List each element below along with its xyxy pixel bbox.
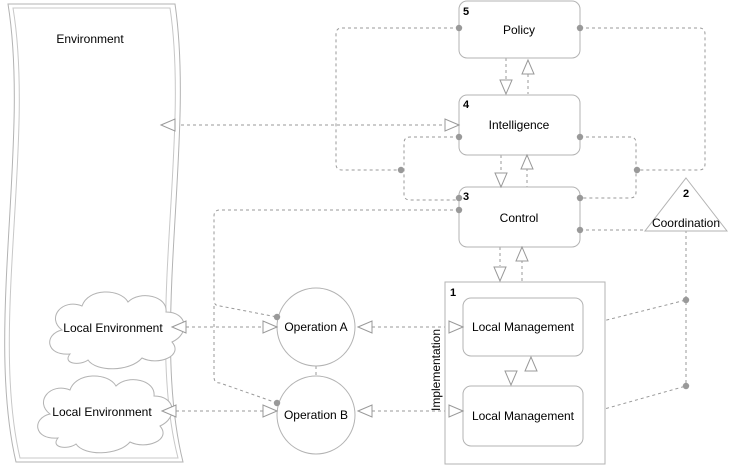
local-management-1-label: Local Management bbox=[472, 320, 575, 334]
connection-dot bbox=[455, 206, 463, 214]
intel-control-loop-right bbox=[580, 136, 637, 199]
local-environment-2-label: Local Environment bbox=[52, 405, 152, 419]
coordination-number: 2 bbox=[683, 188, 689, 200]
coordination-label: Coordination bbox=[652, 216, 720, 230]
arrow-right-icon bbox=[448, 320, 465, 334]
arrow-up-icon bbox=[520, 153, 534, 170]
arrow-down-icon bbox=[504, 370, 518, 387]
local-environment-cloud-2 bbox=[37, 375, 173, 454]
connection-dot bbox=[273, 399, 281, 407]
arrow-right-icon bbox=[262, 320, 279, 334]
local-management-2-box bbox=[462, 385, 584, 447]
arrow-right-icon bbox=[262, 404, 279, 418]
local-environment-cloud-1 bbox=[49, 291, 185, 370]
connection-dot bbox=[273, 313, 281, 321]
policy-number: 5 bbox=[463, 6, 469, 18]
intelligence-number: 4 bbox=[463, 99, 470, 111]
implementation-number: 1 bbox=[450, 287, 456, 299]
intel-control-loop-left bbox=[403, 136, 459, 201]
operation-b-label: Operation B bbox=[284, 408, 348, 422]
arrow-left-icon bbox=[356, 404, 373, 418]
arrow-down-icon bbox=[493, 266, 507, 283]
connection-dot bbox=[682, 296, 690, 304]
connection-dot bbox=[576, 133, 584, 141]
connection-dot bbox=[576, 226, 584, 234]
arrow-right-icon bbox=[444, 118, 461, 132]
policy-control-loop-left bbox=[335, 27, 459, 171]
arrow-left-icon bbox=[160, 404, 177, 418]
arrow-down-icon bbox=[499, 79, 513, 96]
environment-inner-border bbox=[8, 7, 179, 459]
control-box bbox=[458, 186, 581, 248]
connection-dot bbox=[397, 166, 405, 174]
intelligence-label: Intelligence bbox=[489, 118, 550, 132]
control-operation-b bbox=[213, 306, 278, 404]
connection-dot bbox=[682, 382, 690, 390]
coordination-triangle bbox=[643, 177, 729, 232]
connection-dots bbox=[273, 24, 690, 407]
arrow-up-icon bbox=[515, 245, 529, 262]
connection-dot bbox=[455, 194, 463, 202]
connection-dot bbox=[576, 24, 584, 32]
arrow-heads bbox=[159, 58, 538, 418]
arrow-up-icon bbox=[521, 58, 535, 75]
connection-dot bbox=[633, 166, 641, 174]
connection-dot bbox=[576, 194, 584, 202]
arrow-left-icon bbox=[356, 320, 373, 334]
control-number: 3 bbox=[463, 191, 469, 203]
connection-dot bbox=[455, 24, 463, 32]
connection-dot bbox=[455, 133, 463, 141]
local-management-2-label: Local Management bbox=[472, 409, 575, 423]
implementation-label: Implementation bbox=[429, 329, 443, 411]
policy-label: Policy bbox=[503, 23, 535, 37]
arrow-down-icon bbox=[494, 172, 508, 189]
operation-a-label: Operation A bbox=[284, 320, 347, 334]
operation-b-circle bbox=[276, 375, 356, 455]
arrow-up-icon bbox=[524, 355, 538, 372]
environment-label: Environment bbox=[56, 32, 124, 46]
arrow-left-icon bbox=[170, 320, 187, 334]
policy-intel-loop-right bbox=[580, 27, 706, 171]
local-environment-1-label: Local Environment bbox=[63, 321, 163, 335]
control-operation-a bbox=[213, 209, 459, 318]
connectors bbox=[175, 27, 706, 416]
control-label: Control bbox=[500, 211, 539, 225]
arrow-left-icon bbox=[159, 118, 176, 132]
arrow-right-icon bbox=[448, 404, 465, 418]
